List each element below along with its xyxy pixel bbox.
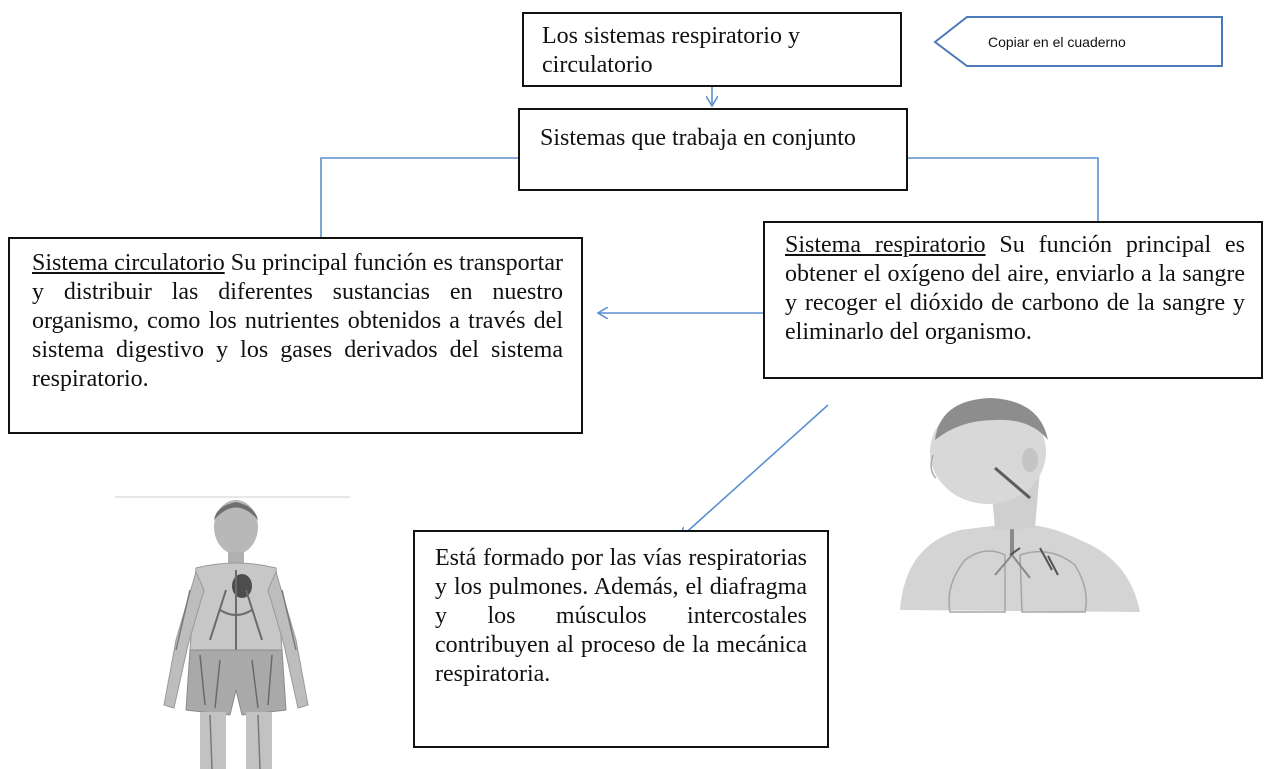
line-subtitle-to-circulatory: [320, 157, 518, 237]
title-box: Los sistemas respiratorio y circulatorio: [522, 12, 902, 87]
respiratory-body: Su función principal es obtener el oxíge…: [785, 232, 1246, 345]
respiratory-system-figure: [900, 398, 1140, 613]
respiratory-paragraph: Sistema respiratorio Su función principa…: [785, 231, 1245, 347]
circulatory-box: Sistema circulatorio Su principal funció…: [8, 237, 583, 434]
note-label: Copiar en el cuaderno: [988, 34, 1126, 50]
arrow-respiratory-to-detail: [680, 404, 829, 538]
subtitle-text: Sistemas que trabaja en conjunto: [540, 125, 856, 151]
circulatory-body: Su principal función es transportar y di…: [32, 250, 563, 392]
detail-box: Está formado por las vías respiratorias …: [413, 530, 829, 748]
title-text: Los sistemas respiratorio y circulatorio: [542, 23, 800, 78]
circulatory-paragraph: Sistema circulatorio Su principal funció…: [32, 249, 563, 394]
circulatory-system-figure: [115, 496, 350, 769]
subtitle-box: Sistemas que trabaja en conjunto: [518, 108, 908, 191]
respiratory-heading: Sistema respiratorio: [785, 232, 986, 258]
note-callout-shape: [933, 16, 1223, 67]
respiratory-box: Sistema respiratorio Su función principa…: [763, 221, 1263, 379]
line-subtitle-to-respiratory: [908, 157, 1099, 222]
circulatory-heading: Sistema circulatorio: [32, 250, 225, 276]
detail-text: Está formado por las vías respiratorias …: [435, 545, 807, 687]
